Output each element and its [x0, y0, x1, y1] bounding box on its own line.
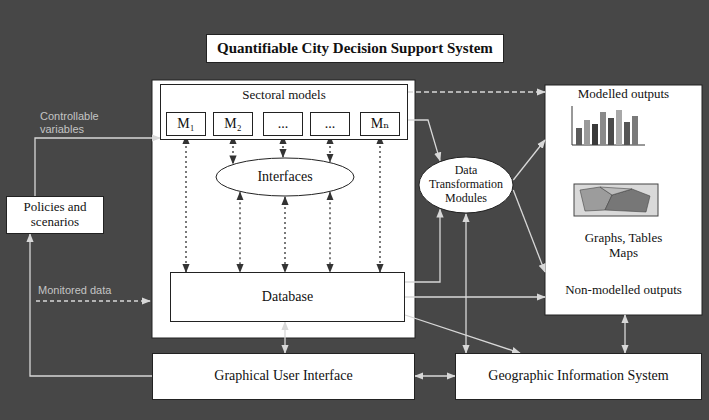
connector: [513, 140, 545, 180]
connector: [624, 315, 625, 353]
node-label: Mₙ: [367, 116, 394, 132]
connector: [405, 315, 520, 353]
title-box: Quantifiable City Decision Support Syste…: [206, 34, 504, 63]
output-panel: [545, 85, 702, 315]
system-panel: [152, 80, 415, 338]
connector: [408, 91, 545, 92]
connector: [405, 296, 545, 297]
monitored-arrow: [36, 300, 150, 301]
node-label: Policies and scenarios: [7, 200, 103, 230]
flow-label: Controllable variables: [40, 110, 110, 136]
policy-box: Policies and scenarios: [6, 196, 104, 234]
model-box: ...: [263, 112, 303, 136]
node-label: Graphical User Interface: [210, 368, 356, 384]
node-label: M₂: [220, 116, 245, 132]
connector: [232, 136, 233, 164]
node-label: M₁: [173, 116, 198, 132]
connector: [239, 192, 240, 272]
transform-ellipse: Data Transformation Modules: [418, 156, 514, 214]
connector: [30, 234, 152, 376]
connector: [415, 375, 455, 376]
connector: [329, 192, 330, 272]
node-label: ...: [321, 116, 340, 132]
connector: [35, 138, 160, 196]
model-box: ...: [310, 112, 350, 136]
node-label: Database: [258, 289, 317, 305]
node-label: Geographic Information System: [484, 368, 672, 384]
connector: [465, 214, 466, 353]
connector: [513, 190, 545, 272]
map-picture: [574, 184, 658, 216]
connector: [405, 209, 440, 282]
node-label: Modelled outputs: [545, 87, 702, 102]
gis-box: Geographic Information System: [455, 353, 702, 400]
connector: [379, 136, 380, 272]
node-text: Graphs, Tables Maps: [565, 231, 682, 261]
node-label: ...: [274, 116, 293, 132]
connector: [408, 120, 440, 161]
node-text: Non-modelled outputs: [545, 283, 702, 298]
outputs-panel: Modelled outputsGraphs, Tables MapsNon-m…: [545, 85, 702, 315]
models-group: Sectoral modelsM₁ M₂...... Mₙ: [160, 84, 408, 140]
connector: [284, 322, 285, 353]
node-label: Sectoral models: [238, 88, 329, 103]
model-box: M₂: [213, 112, 253, 136]
connector: [185, 136, 186, 272]
connector: [284, 197, 285, 272]
node-label: Data Transformation Modules: [421, 164, 511, 205]
flow-label: Monitored data: [38, 284, 138, 297]
gui-box: Graphical User Interface: [152, 353, 415, 400]
model-box: Mₙ: [360, 112, 400, 136]
node-label: Interfaces: [253, 169, 316, 185]
interfaces-ellipse: Interfaces: [215, 157, 355, 197]
bar-chart-picture: [572, 106, 645, 145]
model-box: M₁: [166, 112, 206, 136]
database-box: Database: [170, 272, 405, 322]
